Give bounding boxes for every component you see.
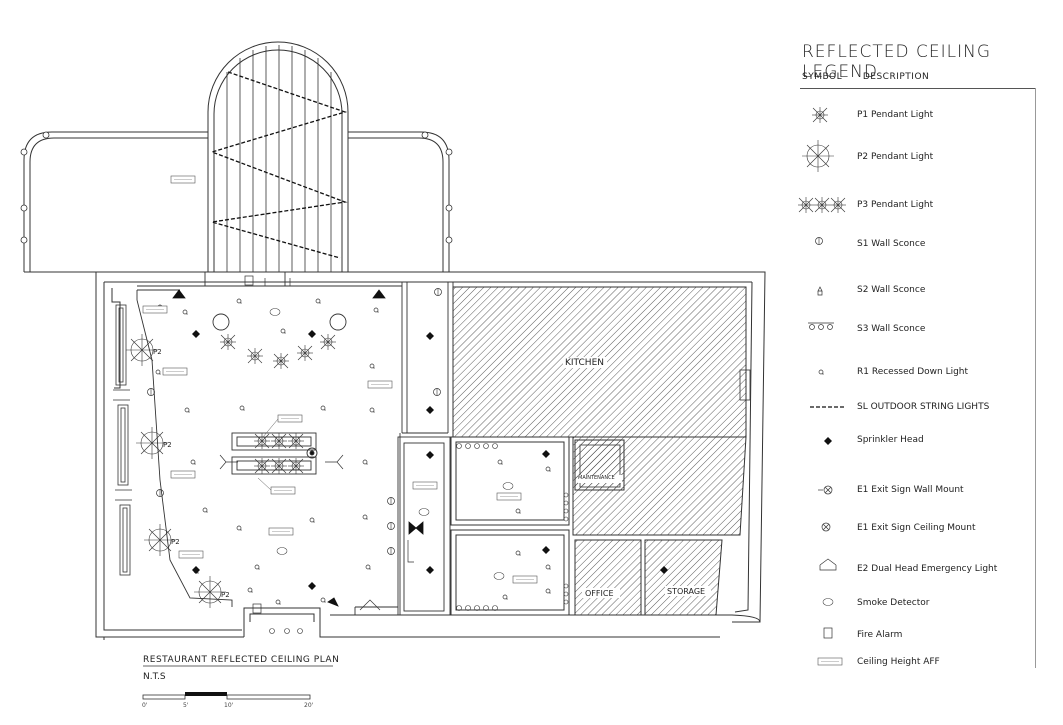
p2-tag: P2 (171, 538, 180, 546)
office-room (574, 539, 642, 616)
legend-item-label: P3 Pendant Light (857, 200, 934, 210)
scale-tick: 10' (224, 702, 234, 709)
scale-tick: 0' (142, 702, 148, 709)
building-walls (95, 271, 766, 640)
legend-border (1035, 88, 1036, 668)
patio-posts (20, 131, 453, 244)
scale-tick: 5' (183, 702, 189, 709)
emergency-lights (219, 278, 414, 611)
round-fixtures (212, 313, 347, 459)
legend-item-label: SL OUTDOOR STRING LIGHTS (857, 402, 990, 412)
outdoor-string-lights (209, 71, 348, 259)
legend-header: SYMBOL DESCRIPTION (802, 72, 929, 82)
legend-item-label: S2 Wall Sconce (857, 285, 926, 295)
legend-item-label: Sprinkler Head (857, 435, 924, 445)
legend-item-label: Smoke Detector (857, 598, 930, 608)
pendant-lights-p3 (253, 432, 305, 475)
legend-item-label: E1 Exit Sign Wall Mount (857, 485, 964, 495)
scale-bar (142, 692, 311, 700)
room-label-maintenance: MAINTENANCE (578, 475, 615, 481)
p2-tag: P2 (163, 441, 172, 449)
room-label-storage: STORAGE (667, 587, 706, 596)
p2-tag: P2 (153, 348, 162, 356)
legend-item-label: R1 Recessed Down Light (857, 367, 969, 377)
left-windows (113, 304, 751, 576)
pendant-lights-p1 (219, 333, 337, 370)
legend-item-label: E2 Dual Head Emergency Light (857, 564, 998, 574)
plan-scale: N.T.S (143, 672, 166, 682)
patio-outline (23, 41, 450, 273)
ch-leaders (257, 418, 279, 491)
legend-item-label: P2 Pendant Light (857, 152, 934, 162)
legend-col-symbol: SYMBOL (802, 72, 843, 82)
storage-room (644, 539, 723, 616)
legend-divider (800, 88, 1036, 89)
back-rooms (450, 436, 570, 616)
exit-signs (172, 289, 424, 607)
legend-item-label: S3 Wall Sconce (857, 324, 926, 334)
legend-col-description: DESCRIPTION (862, 72, 930, 82)
scale-tick: 20' (304, 702, 314, 709)
legend-item-label: Ceiling Height AFF (857, 657, 940, 667)
fire-alarm (244, 275, 262, 614)
legend-item-label: Fire Alarm (857, 630, 903, 640)
center-booths (231, 432, 317, 475)
legend-item-label: S1 Wall Sconce (857, 239, 926, 249)
room-label-office: OFFICE (585, 589, 614, 598)
s3-sconce-rows (269, 443, 569, 634)
dining-boundary (136, 271, 454, 616)
room-label-kitchen: KITCHEN (563, 358, 606, 368)
plan-title: RESTAURANT REFLECTED CEILING PLAN (143, 655, 340, 665)
p2-tag: P2 (221, 591, 230, 599)
patio-slats (226, 45, 332, 272)
legend-item-label: E1 Exit Sign Ceiling Mount (857, 523, 976, 533)
legend-symbols (797, 106, 847, 666)
legend-title: REFLECTED CEILING LEGEND (802, 42, 992, 82)
legend-item-label: P1 Pendant Light (857, 110, 934, 120)
